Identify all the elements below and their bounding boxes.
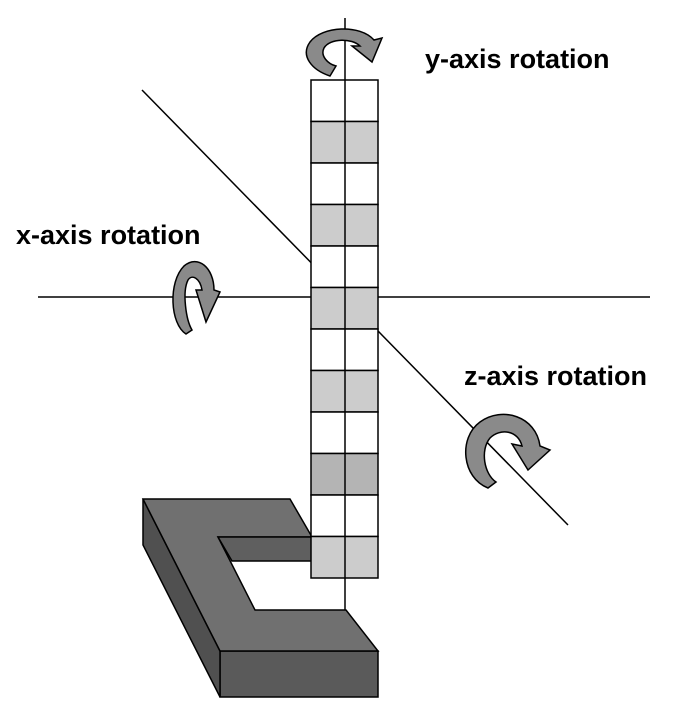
- x-rotation-icon: [172, 260, 222, 335]
- clamp-inner-lip: [216, 536, 313, 562]
- clamp-top-face: [141, 498, 380, 652]
- y-axis-rotation-label: y-axis rotation: [425, 44, 610, 74]
- x-axis-rotation-label: x-axis rotation: [16, 220, 201, 250]
- clamp-base: [141, 498, 380, 698]
- clamp-side-face: [219, 650, 379, 698]
- z-rotation-icon: [465, 413, 552, 489]
- y-rotation-icon: [305, 28, 384, 77]
- z-axis-rotation-label: z-axis rotation: [464, 361, 648, 391]
